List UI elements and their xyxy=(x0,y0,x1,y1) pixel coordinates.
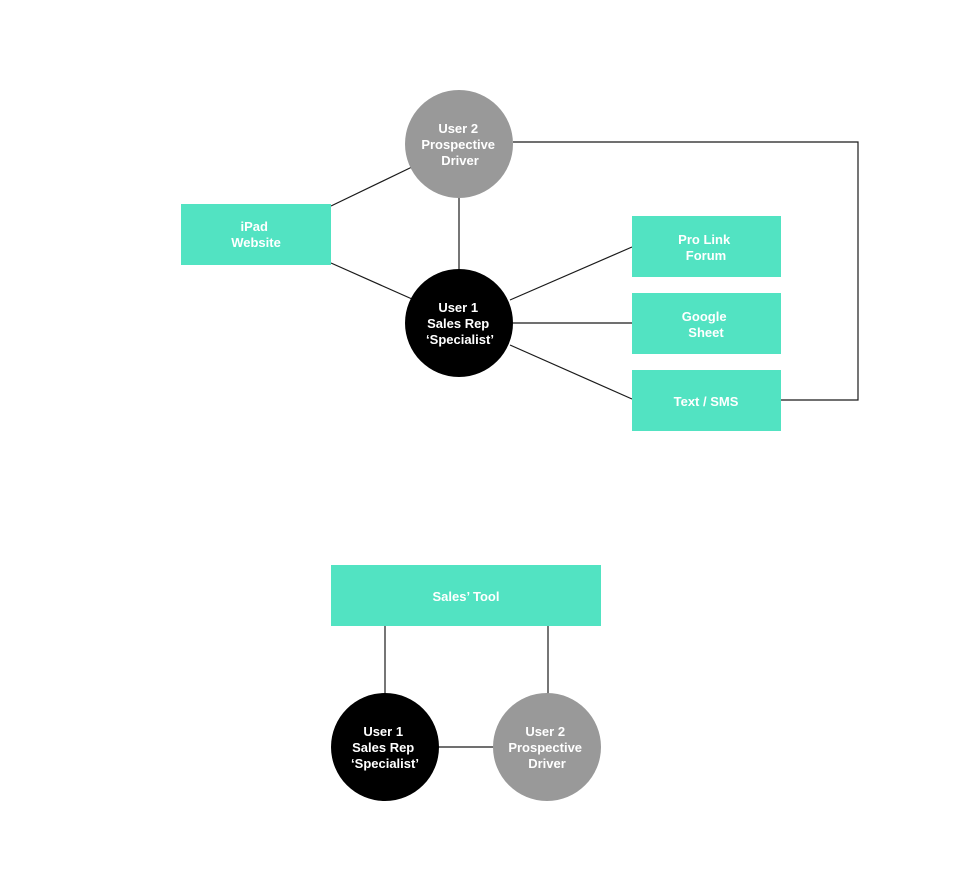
googlesheet-label-line2: Sheet xyxy=(688,325,724,340)
user2-label-line2: Prospective xyxy=(421,137,495,152)
bottom-user1-label-line1: User 1 xyxy=(363,724,403,739)
bottom-user1-label-line2: Sales Rep xyxy=(352,740,414,755)
bottom-user2-label-line3: Driver xyxy=(528,756,566,771)
edge-user2-textsms xyxy=(513,141,859,401)
edge-user1-textsms xyxy=(509,344,633,400)
edge-user1-prolink xyxy=(509,246,633,301)
user1-label-line3: ‘Specialist’ xyxy=(426,332,494,347)
user1-label: User 1 Sales Rep ‘Specialist’ xyxy=(426,300,494,347)
top-connectors xyxy=(330,141,859,401)
ipad-label-line2: Website xyxy=(231,235,281,250)
node-ipad-website: iPad Website xyxy=(181,204,331,265)
bottom-user1-label-line3: ‘Specialist’ xyxy=(351,756,419,771)
salestool-label-line1: Sales’ Tool xyxy=(433,589,500,604)
textsms-label-line1: Text / SMS xyxy=(674,394,739,409)
node-text-sms: Text / SMS xyxy=(632,370,781,431)
googlesheet-box xyxy=(632,293,781,354)
prolink-label-line1: Pro Link xyxy=(678,232,731,247)
node-pro-link-forum: Pro Link Forum xyxy=(632,216,781,277)
node-user1-sales-rep: User 1 Sales Rep ‘Specialist’ xyxy=(405,269,513,377)
salestool-label: Sales’ Tool xyxy=(433,589,500,604)
user2-label-line3: Driver xyxy=(441,153,479,168)
user2-label: User 2 Prospective Driver xyxy=(421,121,498,168)
salestool-box xyxy=(331,565,601,626)
node-google-sheet: Google Sheet xyxy=(632,293,781,354)
bottom-connectors xyxy=(384,626,549,748)
textsms-box xyxy=(632,370,781,431)
googlesheet-label-line1: Google xyxy=(682,309,727,324)
node-sales-tool: Sales’ Tool xyxy=(331,565,601,626)
bottom-user2-label-line2: Prospective xyxy=(508,740,582,755)
textsms-label: Text / SMS xyxy=(674,394,739,409)
bottom-user2-label-line1: User 2 xyxy=(525,724,565,739)
node-user2-prospective-driver: User 2 Prospective Driver xyxy=(405,90,513,198)
prolink-label: Pro Link Forum xyxy=(678,232,734,263)
user1-label-line1: User 1 xyxy=(438,300,478,315)
prolink-box xyxy=(632,216,781,277)
prolink-label-line2: Forum xyxy=(686,248,726,263)
user1-label-line2: Sales Rep xyxy=(427,316,489,331)
user2-circle xyxy=(405,90,513,198)
bottom-user1-label: User 1 Sales Rep ‘Specialist’ xyxy=(351,724,419,771)
bottom-user2-label: User 2 Prospective Driver xyxy=(508,724,585,771)
edge-user1-ipad xyxy=(330,262,413,300)
googlesheet-label: Google Sheet xyxy=(682,309,730,340)
ipad-box xyxy=(181,204,331,265)
edge-user2-ipad xyxy=(330,166,413,207)
ipad-label-line1: iPad xyxy=(240,219,268,234)
ipad-label: iPad Website xyxy=(231,219,281,250)
node-bottom-user1-sales-rep: User 1 Sales Rep ‘Specialist’ xyxy=(331,693,439,801)
user1-circle xyxy=(405,269,513,377)
node-bottom-user2-prospective-driver: User 2 Prospective Driver xyxy=(493,693,601,801)
user2-label-line1: User 2 xyxy=(438,121,478,136)
bottom-user2-circle xyxy=(493,693,601,801)
bottom-user1-circle xyxy=(331,693,439,801)
